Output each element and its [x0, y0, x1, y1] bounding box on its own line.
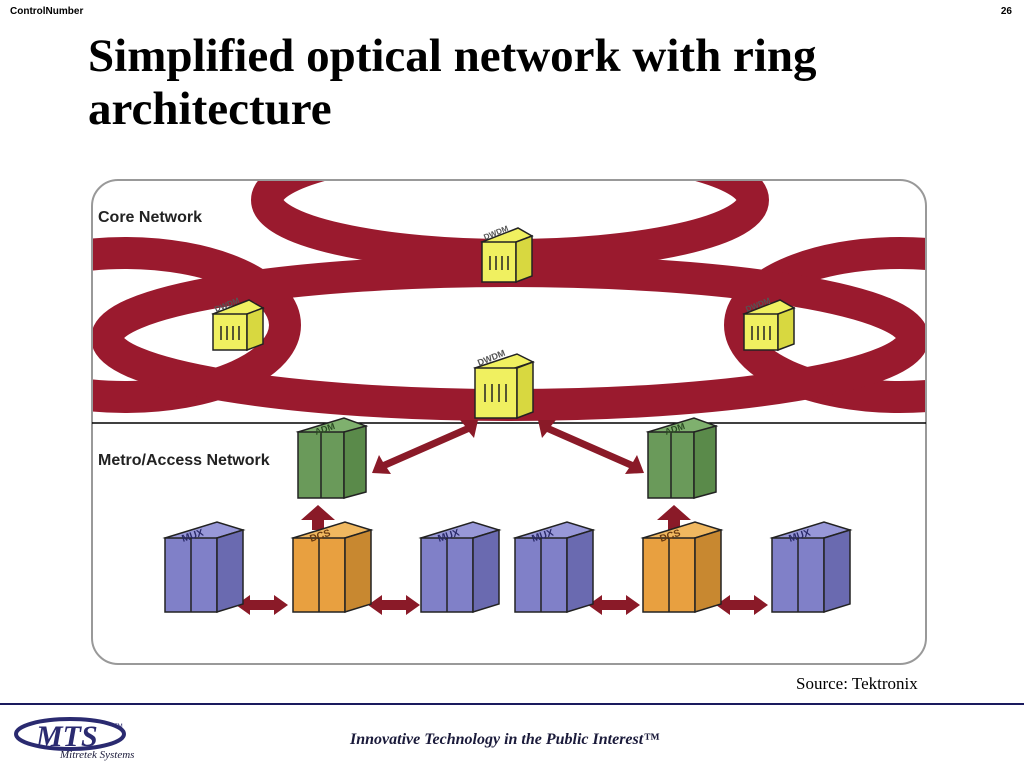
dwdm-top: DWDM [480, 224, 534, 284]
footer-tagline: Innovative Technology in the Public Inte… [350, 731, 660, 748]
network-diagram: Core Network Metro/Access Network DWDM D… [91, 179, 927, 665]
arrows [236, 420, 768, 615]
core-network-label: Core Network [98, 209, 202, 226]
dcs-mux-arrow-2 [368, 595, 420, 615]
adm-left: ADM [295, 417, 369, 499]
dwdm-adm-right-arrow [538, 420, 644, 474]
svg-text:MTS: MTS [35, 720, 98, 753]
control-number-label: ControlNumber [10, 6, 84, 17]
mux-4: MUX [769, 521, 853, 614]
source-credit: Source: Tektronix [796, 674, 918, 693]
mux-1: MUX [162, 521, 246, 614]
dcs-mux-arrow-4 [716, 595, 768, 615]
slide-title: Simplified optical network with ring arc… [88, 30, 817, 135]
metro-access-network-label: Metro/Access Network [98, 452, 270, 469]
mux-2: MUX [418, 521, 502, 614]
dwdm-left: DWDM [211, 296, 265, 352]
left-core-ring [92, 237, 301, 413]
adm-dcs-right-arrow [657, 505, 691, 530]
dwdm-right: DWDM [742, 296, 796, 352]
footer-divider [0, 703, 1024, 705]
mts-logo: MTS TM Mitretek Systems [14, 717, 134, 761]
svg-text:TM: TM [114, 724, 123, 730]
mux-3: MUX [512, 521, 596, 614]
svg-text:Mitretek Systems: Mitretek Systems [59, 749, 134, 761]
right-core-ring [724, 237, 926, 413]
page-number: 26 [1000, 6, 1012, 17]
dcs-right: DCS [640, 521, 724, 614]
mux-dcs-arrow-1 [236, 595, 288, 615]
dwdm-adm-left-arrow [372, 420, 478, 474]
adm-dcs-left-arrow [301, 505, 335, 530]
dcs-left: DCS [290, 521, 374, 614]
mux-dcs-arrow-3 [588, 595, 640, 615]
dwdm-center: DWDM [473, 348, 535, 420]
adm-right: ADM [645, 417, 719, 499]
